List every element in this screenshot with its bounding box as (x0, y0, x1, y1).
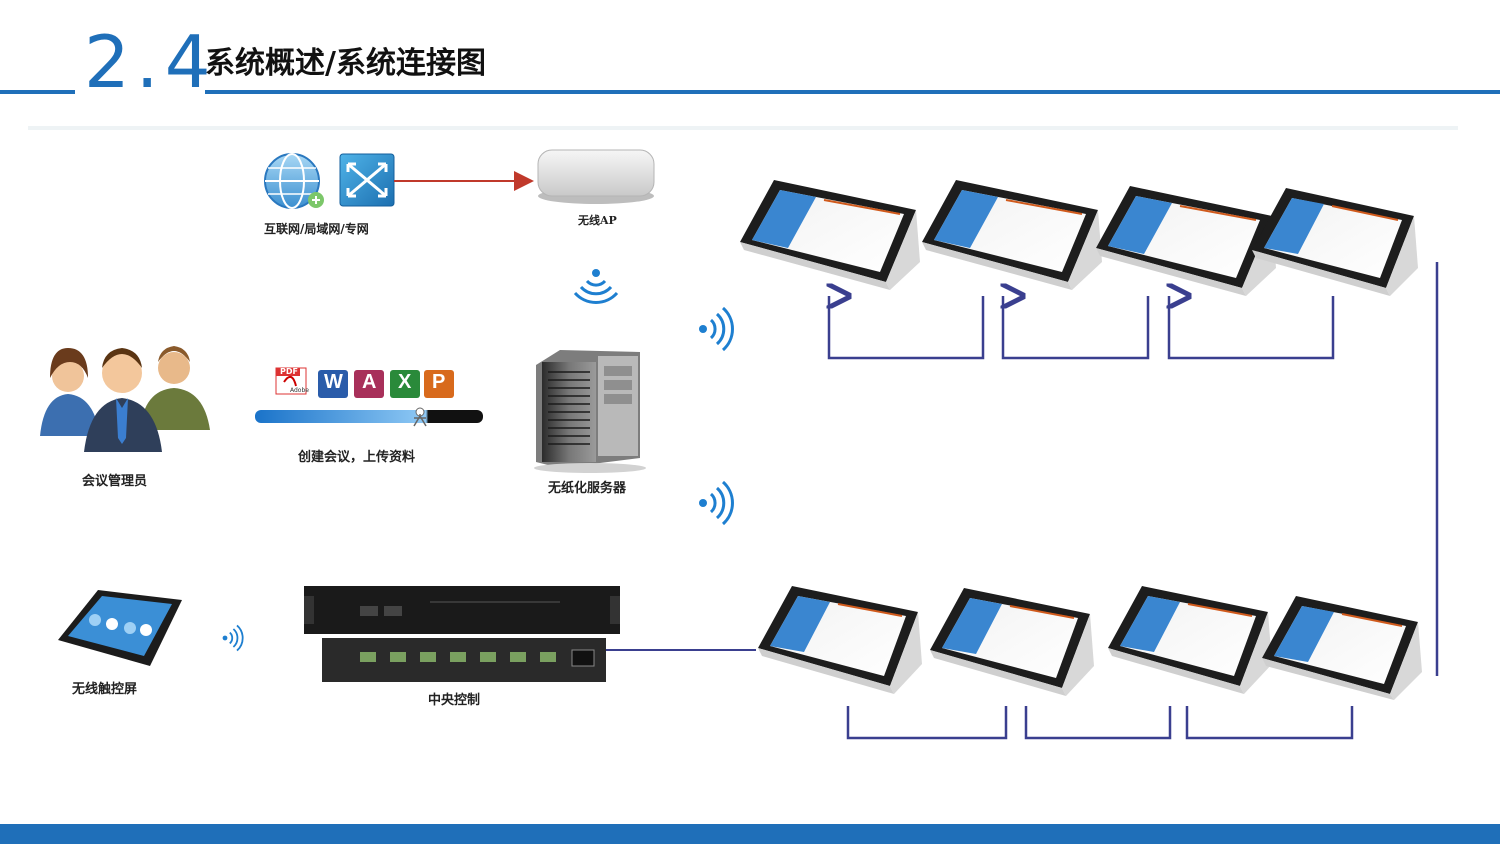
central-control-label: 中央控制 (428, 689, 480, 708)
daisy-chain-top (829, 296, 1333, 358)
server-label: 无纸化服务器 (548, 477, 626, 496)
word-icon: W (324, 371, 343, 394)
wireless-ap-label: 无线AP (578, 212, 617, 228)
central-control-icon (304, 586, 620, 682)
wifi-icon (699, 308, 732, 350)
daisy-chain-bottom (848, 706, 1352, 738)
server-icon (534, 350, 646, 473)
wifi-icon (223, 625, 243, 650)
terminal-icon (758, 586, 922, 694)
footer-bar (0, 824, 1500, 844)
terminal-icon (1252, 188, 1418, 296)
wireless-ap-icon (538, 150, 654, 204)
terminal-icon (930, 588, 1094, 696)
touch-screen-icon (58, 590, 182, 666)
admin-label: 会议管理员 (82, 470, 147, 489)
create-meeting-label: 创建会议，上传资料 (298, 446, 415, 465)
terminal-icon (1096, 186, 1276, 296)
wifi-icon (699, 482, 732, 524)
excel-icon: X (398, 371, 411, 394)
switch-icon (340, 154, 394, 206)
people-icon (40, 346, 210, 452)
internet-label: 互联网/局域网/专网 (264, 220, 369, 237)
access-icon: A (362, 371, 376, 394)
wifi-icon (575, 269, 617, 302)
terminal-icon (922, 180, 1102, 290)
terminal-icon (1262, 596, 1422, 700)
pdf-label: PDF (280, 367, 298, 376)
terminal-icon (740, 180, 920, 290)
adobe-label: Adobe (290, 387, 309, 394)
globe-icon (265, 154, 324, 208)
touch-screen-label: 无线触控屏 (72, 678, 137, 697)
powerpoint-icon: P (432, 371, 445, 394)
upload-progress-bar (255, 408, 483, 426)
terminal-icon (1108, 586, 1272, 694)
